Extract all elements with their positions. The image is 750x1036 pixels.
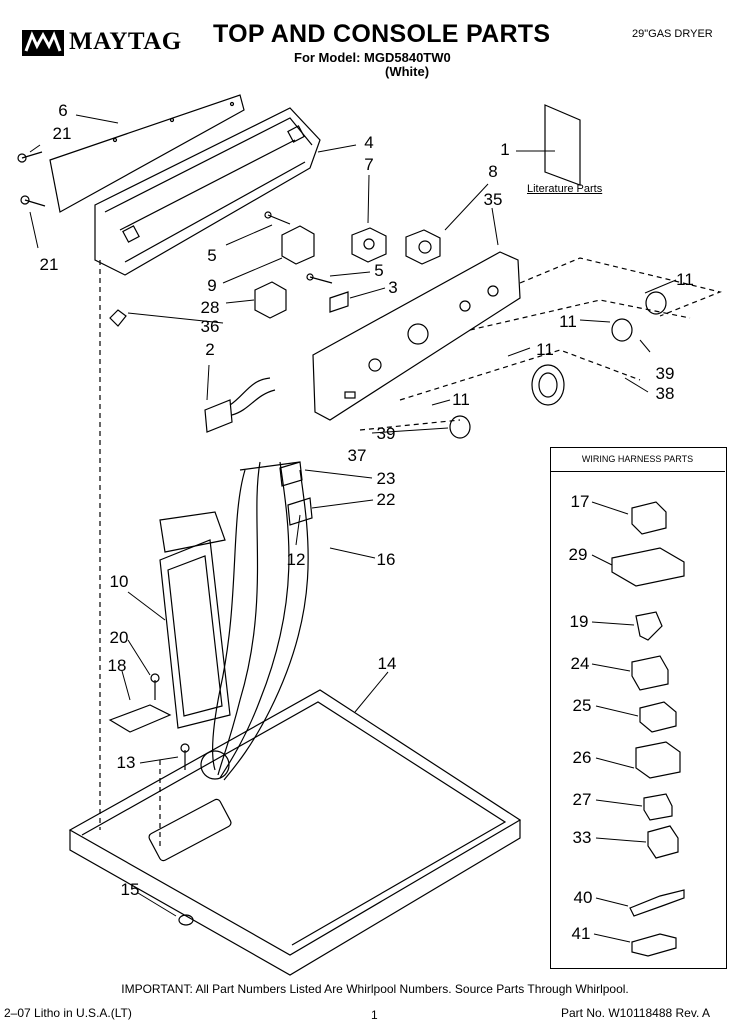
knob-small-3: [449, 415, 471, 439]
maytag-logo-mark-icon: [22, 30, 64, 56]
console-back-plate: [49, 94, 245, 213]
callout-18: 18: [107, 656, 127, 675]
wiring-harness-title: WIRING HARNESS PARTS: [581, 454, 694, 464]
callout-13: 13: [116, 753, 136, 772]
clip-3: [329, 291, 349, 313]
callout-5-lower: 5: [374, 261, 384, 280]
callout-14: 14: [377, 654, 397, 673]
callout-5-upper: 5: [207, 246, 217, 265]
maytag-logo: MAYTAG: [22, 26, 182, 60]
harness-part-drawings: [611, 501, 685, 957]
callout-8: 8: [488, 162, 498, 181]
callout-7: 7: [364, 155, 374, 174]
important-note: IMPORTANT: All Part Numbers Listed Are W…: [121, 982, 629, 996]
page-title: TOP AND CONSOLE PARTS: [213, 20, 551, 48]
harness-callout-40: 40: [573, 888, 593, 907]
leader-lines: [29, 114, 677, 917]
callout-21-upper: 21: [52, 124, 72, 143]
callout-12: 12: [286, 550, 306, 569]
top-panel-14: [68, 689, 522, 976]
wiring-harness-panel: [550, 447, 727, 969]
control-panel-35: [312, 251, 521, 421]
knob-small-2: [611, 318, 633, 342]
callout-23: 23: [376, 469, 396, 488]
callout-36: 36: [200, 317, 220, 336]
callout-16: 16: [376, 550, 396, 569]
control-7: [351, 227, 387, 263]
harness-leader-lines: [591, 501, 647, 943]
foot-15: [178, 914, 194, 926]
literature-booklet: [544, 104, 581, 186]
callout-2: 2: [205, 340, 215, 359]
screw-5-lower: [306, 273, 333, 284]
screw-21-lower: [20, 195, 46, 207]
screw-5-upper: [264, 211, 291, 225]
bracket-18: [108, 704, 172, 733]
harness-callout-24: 24: [570, 654, 590, 673]
connector-23: [279, 461, 303, 487]
harness-callout-33: 33: [572, 828, 592, 847]
callout-11-c: 11: [536, 340, 554, 359]
harness-callout-26: 26: [572, 748, 592, 767]
callout-10: 10: [109, 572, 129, 591]
callout-3: 3: [388, 278, 398, 297]
knob-main: [531, 364, 565, 406]
litho-line: 2–07 Litho in U.S.A.(LT): [4, 1006, 132, 1020]
knob-small-1: [645, 291, 667, 315]
callout-6: 6: [58, 101, 68, 120]
callout-1: 1: [500, 140, 510, 159]
callout-37: 37: [347, 446, 367, 465]
harness-callout-17: 17: [570, 492, 590, 511]
switch-28: [254, 281, 287, 319]
color-line: (White): [385, 64, 430, 79]
console-housing: [94, 107, 321, 276]
harness-2: [204, 377, 276, 433]
callout-28: 28: [200, 298, 220, 317]
callout-38: 38: [655, 384, 675, 403]
harness-callout-25: 25: [572, 696, 592, 715]
screw-13: [180, 743, 190, 770]
product-type: 29"GAS DRYER: [632, 28, 713, 40]
explode-guides: [99, 257, 722, 850]
wire-bundle-16: [211, 461, 309, 781]
bracket-22: [287, 497, 313, 526]
switch-9: [281, 225, 315, 265]
screw-21-upper: [17, 151, 43, 163]
callout-35: 35: [483, 190, 503, 209]
callout-39-right: 39: [655, 364, 675, 383]
callout-11-a: 11: [676, 270, 694, 289]
callout-15: 15: [120, 880, 140, 899]
page-number: 1: [371, 1008, 378, 1022]
callout-4: 4: [364, 133, 374, 152]
control-8: [405, 229, 441, 265]
brand-name: MAYTAG: [69, 28, 182, 55]
model-line: For Model: MGD5840TW0: [294, 50, 451, 65]
wiring-harness-title-bar: [550, 447, 725, 472]
clip-36: [109, 309, 127, 327]
screw-20: [150, 673, 160, 700]
callout-39-left: 39: [376, 424, 396, 443]
harness-callout-41: 41: [571, 924, 591, 943]
callout-22: 22: [376, 490, 396, 509]
harness-callout-27: 27: [572, 790, 592, 809]
harness-callout-19: 19: [569, 612, 589, 631]
literature-parts-label: Literature Parts: [527, 183, 603, 195]
callout-20: 20: [109, 628, 129, 647]
part-number: Part No. W10118488 Rev. A: [561, 1006, 710, 1020]
callout-9: 9: [207, 276, 217, 295]
lint-filter-10: [159, 511, 231, 729]
callout-11-d: 11: [452, 390, 470, 409]
callout-11-b: 11: [559, 312, 577, 331]
callout-21-lower: 21: [39, 255, 59, 274]
harness-callout-29: 29: [568, 545, 588, 564]
